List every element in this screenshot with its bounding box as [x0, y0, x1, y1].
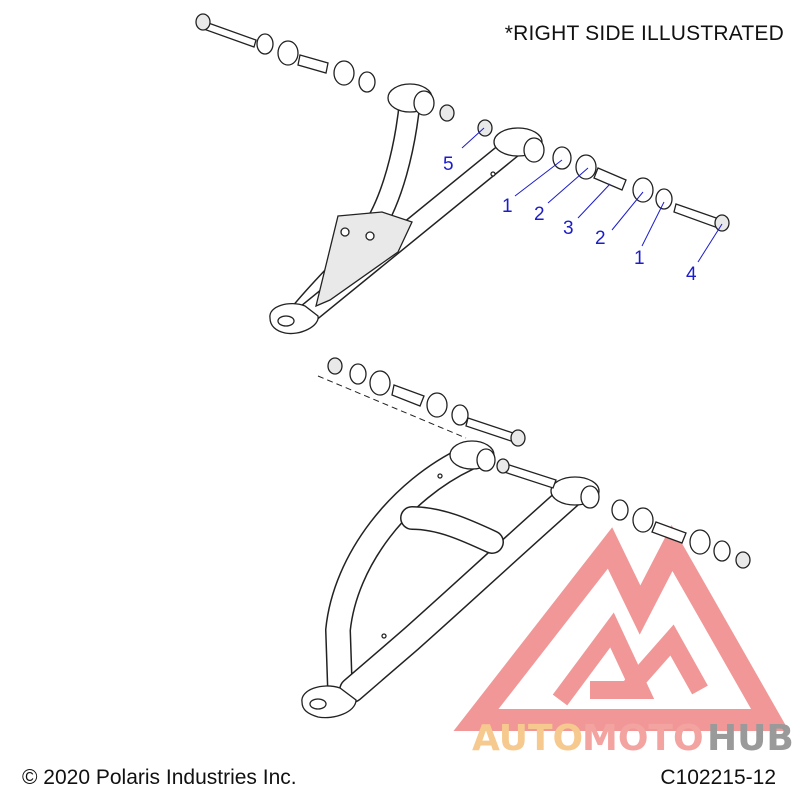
callout-2-a: 2 — [534, 204, 545, 225]
upper-rear-hardware — [195, 13, 493, 137]
callout-leaders — [461, 127, 723, 263]
diagram-code: C102215-12 — [660, 766, 776, 789]
svg-text:AUTO: AUTO — [472, 718, 583, 759]
copyright-text: © 2020 Polaris Industries Inc. — [22, 766, 297, 789]
callout-1-b: 1 — [634, 248, 645, 269]
callout-5: 5 — [443, 154, 454, 175]
lower-front-hardware — [496, 458, 751, 569]
svg-text:MOTO: MOTO — [582, 718, 704, 759]
svg-text:HUB: HUB — [707, 718, 794, 759]
callout-4: 4 — [686, 264, 697, 285]
lower-a-arm — [301, 375, 600, 719]
callout-2-b: 2 — [595, 228, 606, 249]
upper-a-arm — [269, 83, 545, 335]
watermark-text: AUTO MOTO HUB — [472, 718, 794, 759]
lower-rear-hardware — [327, 357, 526, 447]
watermark-logo-icon — [453, 524, 789, 731]
illustration-note: *RIGHT SIDE ILLUSTRATED — [504, 22, 784, 45]
upper-front-hardware — [552, 146, 730, 232]
callout-1-a: 1 — [502, 196, 513, 217]
callout-3: 3 — [563, 218, 574, 239]
